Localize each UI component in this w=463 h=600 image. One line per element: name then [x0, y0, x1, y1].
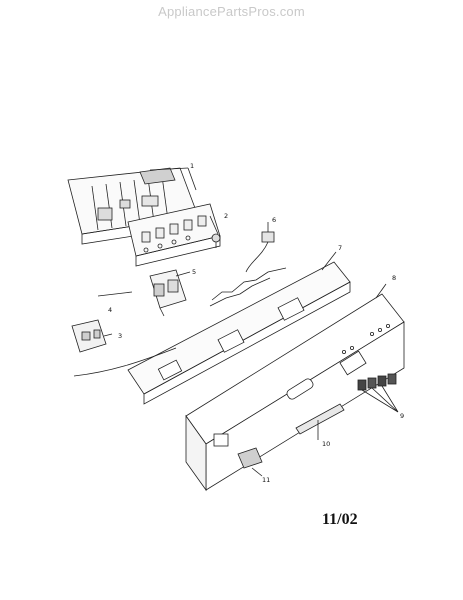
part-2-fastener	[211, 233, 221, 248]
callout-3: 3	[118, 332, 122, 340]
callout-9: 9	[400, 412, 404, 420]
part-9-buttons	[357, 373, 399, 413]
callout-11: 11	[262, 476, 270, 484]
leader-lines	[103, 167, 387, 337]
part-5-relay-bracket	[149, 269, 187, 317]
callout-4: 4	[108, 306, 112, 314]
part-11-cover	[237, 447, 263, 477]
part-1-switch-module	[127, 203, 221, 267]
callout-2: 2	[224, 212, 228, 220]
part-10-handle	[295, 403, 345, 440]
date-code: 11/02	[322, 511, 358, 528]
part-7-inner-panel	[73, 261, 351, 405]
callout-labels: 1 2 3 4 5 6 7 8 9 10 11	[108, 162, 404, 484]
callout-7: 7	[338, 244, 342, 252]
callout-5: 5	[192, 268, 196, 276]
part-3-switch	[71, 319, 107, 353]
site-watermark: AppliancePartsPros.com	[158, 4, 305, 19]
part-6-connector	[245, 231, 275, 273]
callout-10: 10	[322, 440, 330, 448]
part-4-wire	[97, 291, 133, 297]
callout-1: 1	[190, 162, 194, 170]
callout-8: 8	[392, 274, 396, 282]
callout-6: 6	[272, 216, 276, 224]
